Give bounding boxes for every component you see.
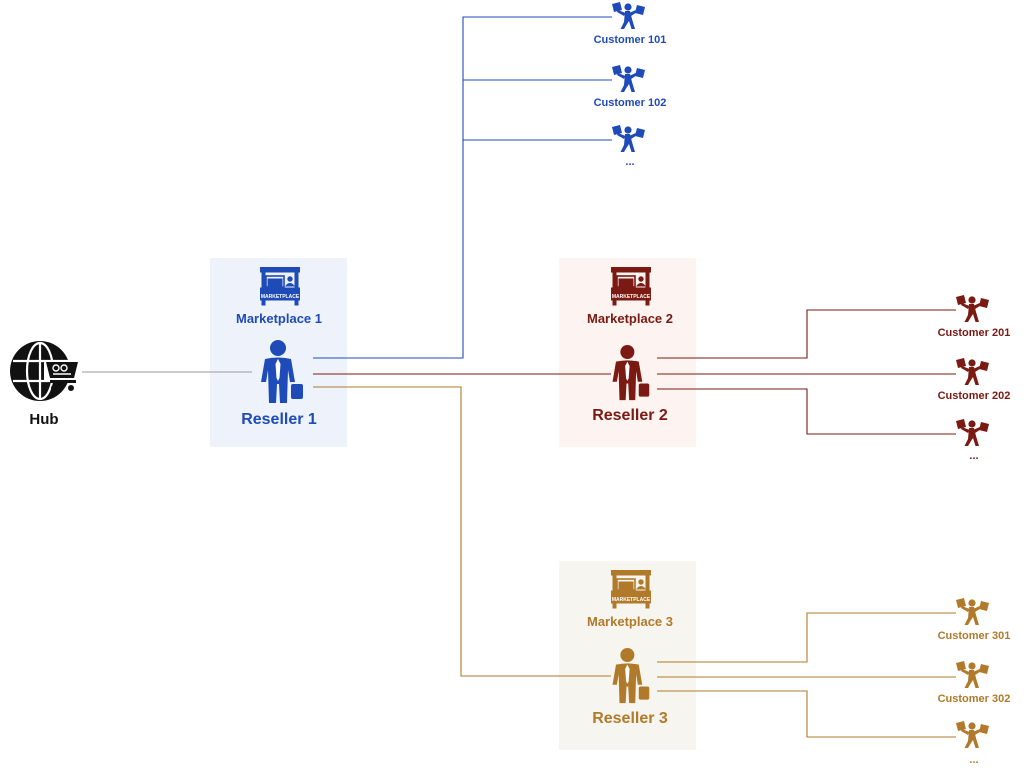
marketplace-3-label: Marketplace 3 [587, 614, 673, 629]
globe-shopping-cart-icon [10, 341, 80, 401]
marketplace-2-label: Marketplace 2 [587, 311, 673, 326]
customer-302-icon [956, 661, 989, 688]
marketplace-1-label: Marketplace 1 [236, 311, 322, 326]
marketplace-1-stall-icon: MARKETPLACE [260, 267, 300, 306]
customer-201-icon [956, 295, 989, 322]
connector-to-customer-201 [657, 309, 956, 359]
customer-101-label: Customer 101 [594, 34, 667, 46]
customer-301-icon [956, 598, 989, 625]
customer-more-3-label: ... [969, 754, 978, 766]
reseller-3-group: MARKETPLACE Marketplace 3 Reseller 3 Cus… [587, 570, 1010, 766]
reseller-3-customer-connectors [657, 612, 956, 738]
connector-to-customer-301 [657, 612, 956, 663]
marketplace-1-sign: MARKETPLACE [261, 294, 300, 300]
customer-more-2-label: ... [969, 450, 978, 462]
customer-101-icon [612, 2, 645, 29]
reseller-1-group: MARKETPLACE Marketplace 1 Reseller 1 Cus… [236, 2, 666, 428]
reseller-2-label: Reseller 2 [592, 407, 668, 424]
customer-201-label: Customer 201 [938, 327, 1011, 339]
customer-more-1-icon [612, 125, 645, 152]
reseller-1-to-reseller-3-connector [313, 386, 611, 677]
customer-202-icon [956, 358, 989, 385]
customer-more-3-icon [956, 721, 989, 748]
connector-to-customer-more-2 [657, 388, 956, 435]
connectors [82, 16, 956, 738]
customer-202-label: Customer 202 [938, 390, 1011, 402]
connector-to-customer-101 [313, 16, 612, 359]
customer-more-1-label: ... [625, 156, 634, 168]
reseller-1-label: Reseller 1 [241, 411, 317, 428]
customer-301-label: Customer 301 [938, 630, 1011, 642]
reseller-1-customer-connectors [313, 16, 612, 359]
customer-more-2-icon [956, 419, 989, 446]
customer-102-icon [612, 65, 645, 92]
hub-label: Hub [29, 411, 58, 428]
reseller-2-group: MARKETPLACE Marketplace 2 Reseller 2 Cus… [587, 267, 1010, 462]
connector-to-customer-more-3 [657, 690, 956, 738]
marketplace-2-sign: MARKETPLACE [612, 294, 651, 300]
marketplace-2-stall-icon: MARKETPLACE [611, 267, 651, 306]
hub-node: Hub [10, 341, 80, 428]
reseller-2-customer-connectors [657, 309, 956, 435]
customer-302-label: Customer 302 [938, 693, 1011, 705]
marketplace-3-sign: MARKETPLACE [612, 597, 651, 603]
reseller-3-label: Reseller 3 [592, 710, 668, 727]
marketplace-3-stall-icon: MARKETPLACE [611, 570, 651, 609]
customer-102-label: Customer 102 [594, 97, 667, 109]
